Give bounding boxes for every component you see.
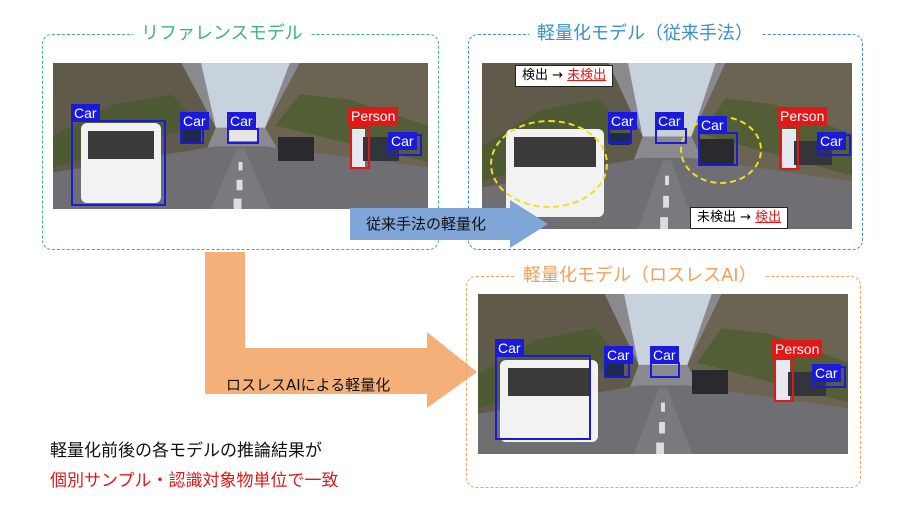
reference-label-car: Car <box>388 132 417 150</box>
conventional-label-car: Car <box>698 116 727 134</box>
reference-panel-title: リファレンスモデル <box>133 22 311 46</box>
conventional-panel: 軽量化モデル（従来手法） <box>468 22 863 250</box>
lossless-label-person: Person <box>772 340 823 358</box>
conventional-detection-car <box>608 128 632 144</box>
lossless-photo <box>478 294 848 454</box>
conventional-label-car: Car <box>655 112 684 130</box>
reference-detection-car <box>180 128 204 144</box>
lossless-arrow-label: ロスレスAIによる軽量化 <box>226 376 391 394</box>
lossless-label-car: Car <box>495 339 524 357</box>
lossless-label-car: Car <box>604 346 633 364</box>
lossless-panel: 軽量化モデル（ロスレスAI） <box>466 264 861 488</box>
lossless-detection-car <box>604 362 630 378</box>
conventional-arrow-label: 従来手法の軽量化 <box>366 215 487 233</box>
reference-detection-car <box>71 120 166 206</box>
conventional-panel-title: 軽量化モデル（従来手法） <box>529 22 761 46</box>
reference-detection-car <box>227 128 259 144</box>
reference-label-person: Person <box>348 107 399 125</box>
lossless-detection-person <box>774 358 794 402</box>
lossless-panel-title: 軽量化モデル（ロスレスAI） <box>515 264 765 288</box>
conventional-label-car: Car <box>608 112 637 130</box>
reference-panel: リファレンスモデル <box>42 22 439 250</box>
lossless-label-car: Car <box>650 346 679 364</box>
lossless-detection-car <box>495 355 591 440</box>
conventional-label-person: Person <box>777 107 828 125</box>
reference-detection-person <box>350 125 370 169</box>
caption-line-2: 個別サンプル・認識対象物単位で一致 <box>50 471 339 491</box>
conventional-detection-car <box>655 128 687 144</box>
conventional-arrow <box>350 200 548 248</box>
conventional-detection-car <box>698 132 738 166</box>
conventional-detection-person <box>779 126 799 170</box>
callout-detected-to-missed: 検出 → 未検出 <box>515 65 614 87</box>
caption-line-1: 軽量化前後の各モデルの推論結果が <box>50 441 322 461</box>
callout-missed-to-detected: 未検出 → 検出 <box>690 207 789 229</box>
reference-label-car: Car <box>180 112 209 130</box>
missed-detection-ring <box>490 120 608 208</box>
lossless-label-car: Car <box>812 364 841 382</box>
reference-label-car: Car <box>71 104 100 122</box>
lossless-arrow <box>205 252 477 408</box>
conventional-label-car: Car <box>817 132 846 150</box>
lossless-detection-car <box>650 362 680 378</box>
reference-label-car: Car <box>227 112 256 130</box>
